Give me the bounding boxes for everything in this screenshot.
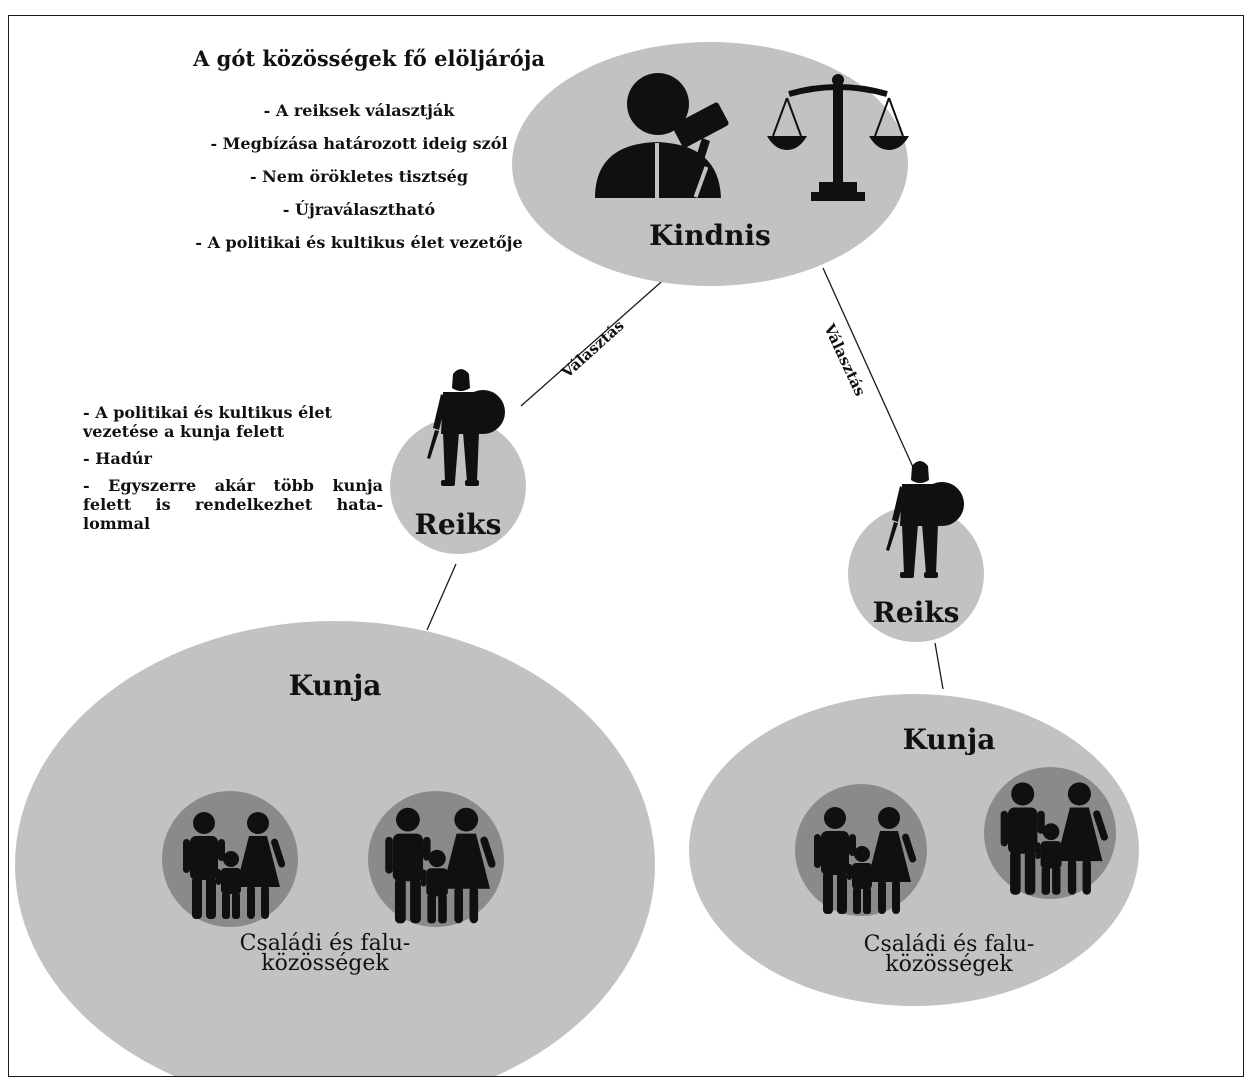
reiks-attribute-line: felett is rendelkezhet hata-: [83, 495, 383, 514]
reiks-attributes: - A politikai és kultikus élet vezetése …: [83, 403, 383, 541]
kunja-right-label: Kunja: [902, 723, 996, 756]
kunja-left-label: Kunja: [288, 669, 382, 702]
page-title: A gót közösségek fő elöljárója: [193, 46, 545, 71]
kindnis-attribute: - Újraválasztható: [282, 200, 436, 219]
kindnis-label: Kindnis: [649, 219, 771, 252]
diagram-frame: A gót közösségek fő elöljárója - A reiks…: [8, 15, 1244, 1077]
community-caption-line: Családi és falu-: [239, 931, 411, 956]
scales-icon: [767, 74, 909, 201]
reiks-attribute: - Egyszerre akár több kunja felett is re…: [83, 476, 383, 533]
edge-kindnis-reiks-left: [520, 267, 678, 407]
judge-icon: [595, 73, 729, 198]
community-caption-left: Családi és falu- közösségek: [215, 931, 435, 976]
reiks-attribute-line: - Hadúr: [83, 449, 152, 468]
reiks-right-node: [848, 506, 984, 642]
edge-reiks-kunja-left: [426, 563, 457, 631]
diagram-canvas: [15, 42, 1139, 1076]
reiks-attribute-line: - A politikai és kultikus élet: [83, 403, 332, 422]
reiks-attribute: - Hadúr: [83, 449, 383, 468]
kindnis-attributes: - A reiksek választják - Megbízása határ…: [149, 94, 569, 259]
kindnis-attribute: - A politikai és kultikus élet vezetője: [195, 233, 523, 252]
edge-reiks-kunja-right: [934, 642, 944, 690]
reiks-attribute: - A politikai és kultikus élet vezetése …: [83, 403, 383, 441]
reiks-attribute-line: lommal: [83, 514, 151, 533]
reiks-right-label: Reiks: [872, 596, 960, 629]
kindnis-attribute: - A reiksek választják: [263, 101, 455, 120]
reiks-attribute-line: vezetése a kunja felett: [83, 422, 285, 441]
kindnis-attribute: - Megbízása határozott ideig szól: [210, 134, 508, 153]
reiks-attribute-line: - Egyszerre akár több kunja: [83, 476, 383, 495]
community-caption-line: Családi és falu-: [863, 932, 1035, 957]
community-caption-line: közösségek: [261, 951, 389, 976]
community-caption-right: Családi és falu- közösségek: [839, 932, 1059, 977]
reiks-left-label: Reiks: [414, 508, 502, 541]
edge-kindnis-reiks-right: [822, 267, 918, 477]
kindnis-attribute: - Nem örökletes tisztség: [249, 167, 469, 186]
community-caption-line: közösségek: [885, 952, 1013, 977]
reiks-left-node: [390, 418, 526, 554]
kunja-left-node: [15, 621, 655, 1076]
